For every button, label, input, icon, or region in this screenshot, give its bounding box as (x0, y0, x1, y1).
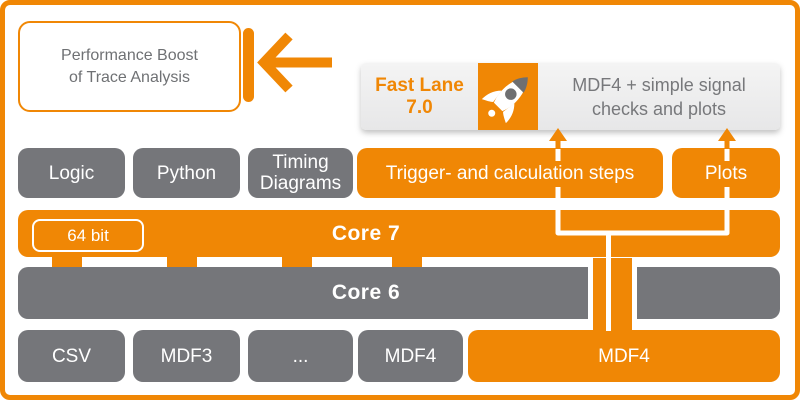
fastlane-name: Fast Lane (375, 74, 464, 96)
feature-label: Logic (48, 162, 95, 184)
feature-box-trigger-calculation: Trigger- and calculation steps (357, 148, 663, 198)
format-label: CSV (51, 345, 92, 367)
format-label: MDF4 (384, 345, 437, 367)
feature-box-plots: Plots (672, 148, 780, 198)
feature-label: Python (156, 162, 217, 184)
format-label: MDF4 (598, 345, 650, 367)
callout-line2: of Trace Analysis (69, 68, 190, 86)
rocket-tile (478, 63, 538, 130)
callout-line1: Performance Boost (61, 46, 198, 64)
fastlane-desc-line1: MDF4 + simple signal (572, 74, 746, 95)
mdf4-riser (588, 258, 637, 332)
core6-bar: Core 6 (18, 267, 780, 319)
fastlane-description: MDF4 + simple signal checks and plots (538, 63, 780, 130)
fastlane-desc-line2: checks and plots (591, 98, 727, 119)
fastlane-title: Fast Lane 7.0 (361, 63, 478, 130)
core6-label: Core 6 (331, 281, 401, 304)
callout-box: Performance Boost of Trace Analysis (18, 21, 241, 112)
left-arrow-icon (257, 32, 332, 93)
rocket-icon (481, 77, 528, 124)
feature-box-timing-diagrams: Timing Diagrams (248, 148, 353, 198)
format-box-more: ... (248, 330, 353, 382)
feature-label: Timing Diagrams (259, 152, 342, 194)
core7-label: Core 7 (331, 221, 401, 245)
up-arrow-icon (718, 128, 736, 148)
up-arrow-icon (549, 128, 567, 148)
badge-64bit: 64 bit (32, 219, 144, 252)
fastlane-version: 7.0 (406, 96, 433, 118)
format-label: MDF3 (160, 345, 213, 367)
feature-box-python: Python (133, 148, 240, 198)
fastlane-panel: Fast Lane 7.0 MDF4 + simple signal check… (361, 63, 780, 130)
feature-label: Plots (704, 162, 748, 184)
format-label: ... (292, 345, 309, 367)
feature-label: Trigger- and calculation steps (385, 162, 635, 184)
highlight-pill (243, 28, 254, 102)
feature-box-logic: Logic (18, 148, 125, 198)
format-box-csv: CSV (18, 330, 125, 382)
format-box-mdf4: MDF4 (358, 330, 463, 382)
format-box-mdf4-highlight: MDF4 (468, 330, 780, 382)
format-box-mdf3: MDF3 (133, 330, 240, 382)
